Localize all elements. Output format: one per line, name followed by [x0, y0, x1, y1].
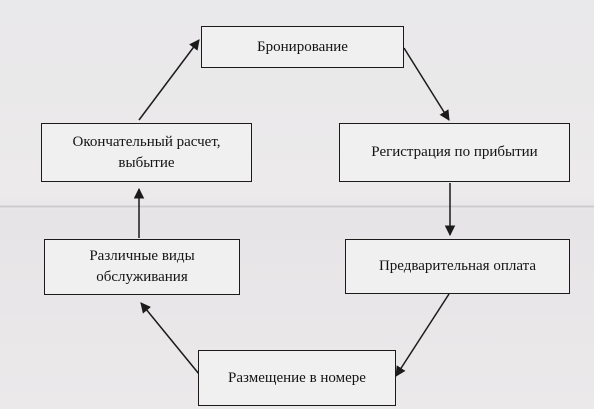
- node-services-label: Различные виды обслуживания: [89, 248, 195, 285]
- node-prepayment-label: Предварительная оплата: [378, 258, 537, 274]
- node-accommodation-label: Размещение в номере: [228, 369, 366, 386]
- node-booking-label: Бронирование: [257, 38, 348, 55]
- node-registration: Регистрация по прибытии: [339, 123, 570, 182]
- node-services: Различные виды обслуживания: [44, 239, 240, 295]
- arrow-booking-to-registration: [403, 47, 450, 121]
- node-accommodation: Размещение в номере: [198, 350, 396, 406]
- node-checkout-label: Окончательный расчет, выбытие: [72, 133, 221, 171]
- node-registration-label: Регистрация по прибытии: [371, 144, 538, 160]
- node-prepayment: Предварительная оплата: [345, 239, 570, 294]
- node-booking: Бронирование: [201, 26, 404, 68]
- arrow-accommodation-to-services: [140, 302, 200, 375]
- paper-fold-line: [0, 205, 594, 208]
- arrow-prepayment-to-accommodation: [395, 293, 450, 377]
- arrow-checkout-to-booking: [138, 39, 200, 121]
- node-checkout: Окончательный расчет, выбытие: [41, 123, 252, 182]
